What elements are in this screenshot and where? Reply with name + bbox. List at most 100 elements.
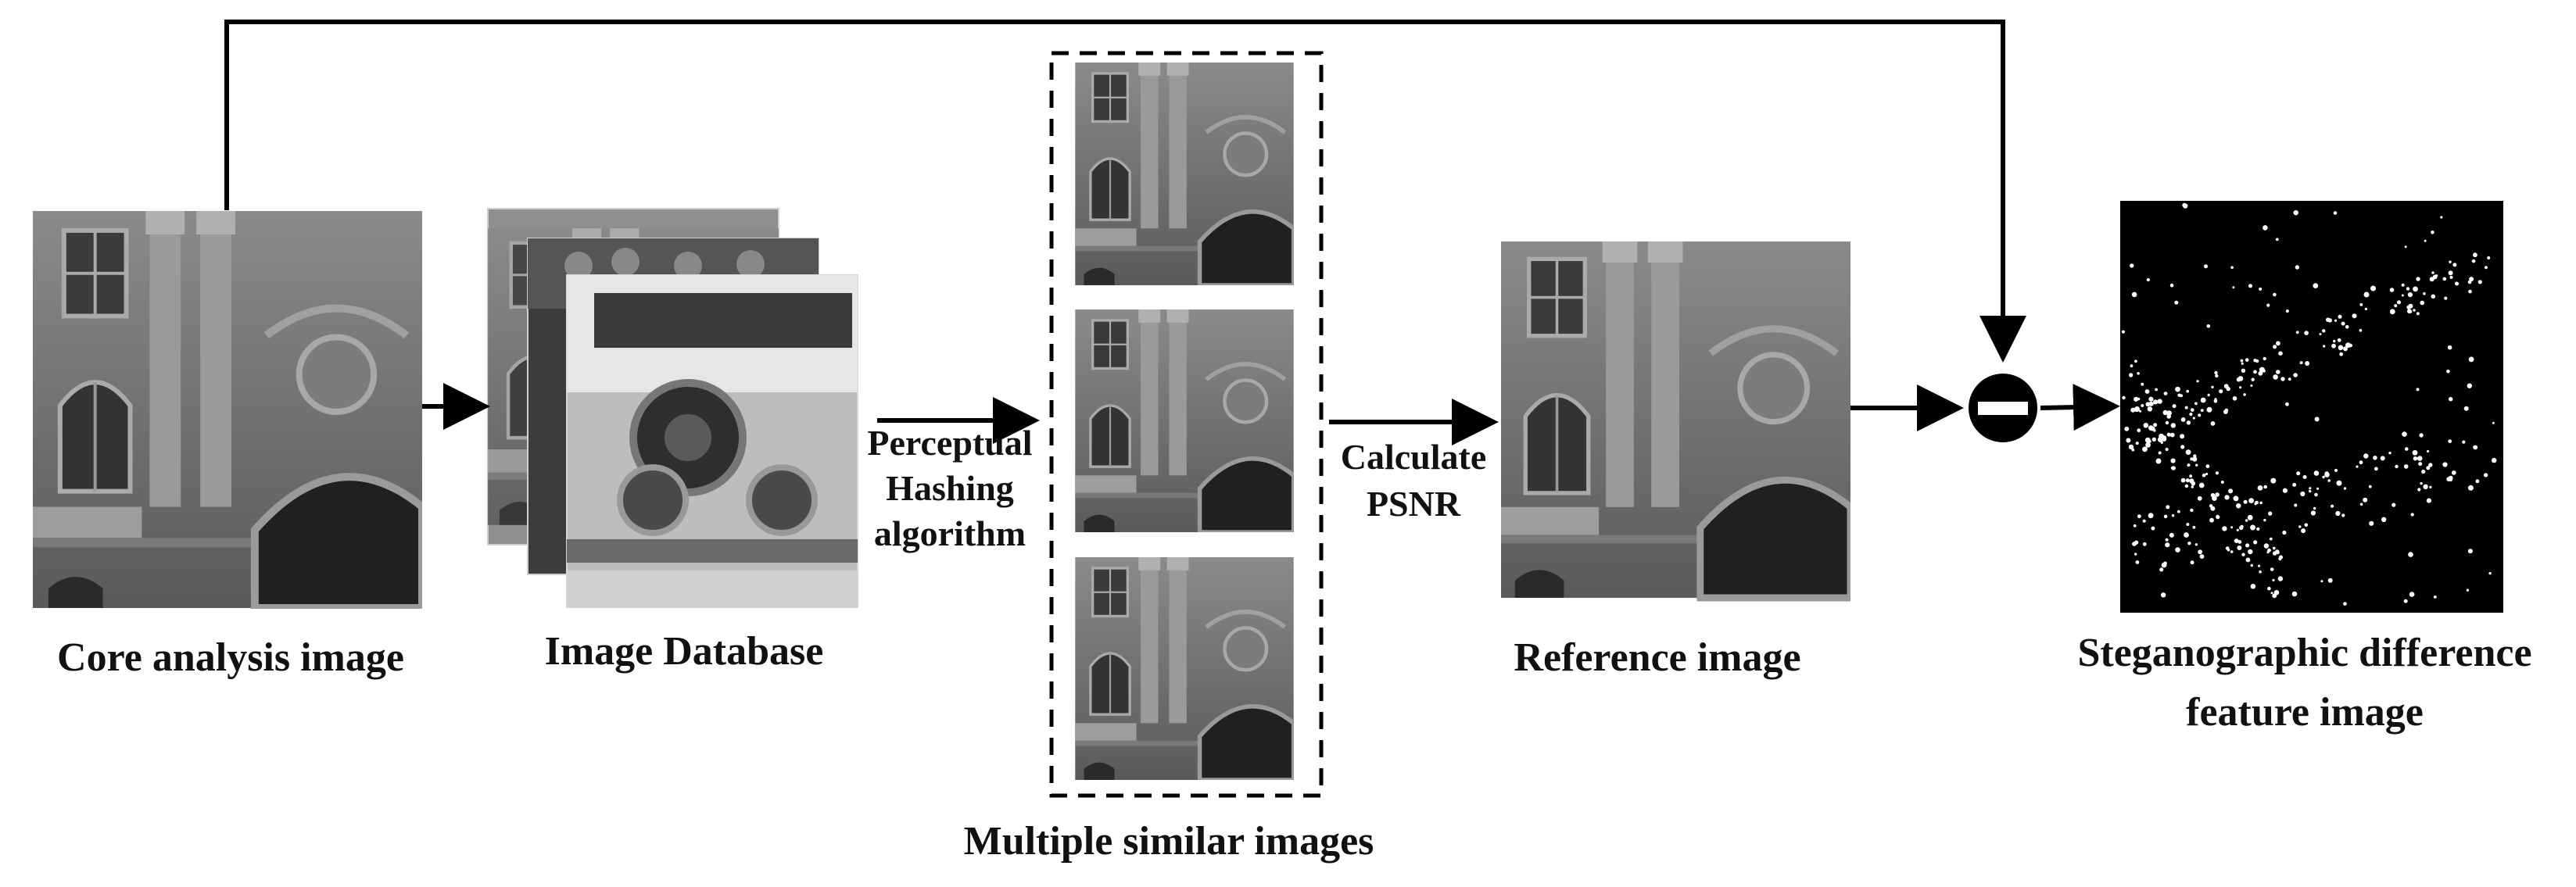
noise-dot: [2169, 432, 2175, 438]
noise-dot: [2139, 410, 2142, 413]
noise-dot: [2219, 389, 2223, 394]
noise-dot: [2171, 466, 2176, 470]
noise-dot: [2423, 291, 2426, 295]
noise-dot: [2166, 432, 2171, 437]
noise-dot: [2257, 485, 2263, 491]
noise-dot: [2293, 210, 2298, 216]
noise-dot: [2444, 296, 2448, 300]
noise-dot: [2280, 377, 2285, 381]
noise-dot: [2473, 445, 2477, 449]
noise-dot: [2275, 238, 2279, 241]
noise-dot: [2223, 384, 2229, 389]
noise-dot: [2295, 331, 2299, 334]
noise-dot: [2466, 588, 2470, 592]
noise-dot: [2343, 346, 2348, 352]
noise-dot: [2406, 287, 2410, 291]
noise-dot: [2185, 478, 2190, 483]
noise-dot: [2273, 345, 2277, 349]
noise-dot: [2134, 553, 2137, 556]
noise-dot: [2270, 592, 2273, 595]
noise-dot: [2416, 312, 2420, 316]
noise-dot: [2186, 523, 2190, 526]
noise-dot: [2276, 370, 2280, 374]
noise-dot: [2135, 560, 2140, 564]
noise-dot: [2192, 456, 2198, 462]
noise-dot: [2241, 362, 2244, 365]
noise-dot: [2431, 231, 2434, 234]
noise-dot: [2189, 478, 2194, 484]
noise-dot: [2409, 592, 2415, 597]
noise-dot: [2161, 592, 2166, 598]
noise-dot: [2419, 433, 2424, 438]
noise-dot: [2336, 480, 2342, 486]
noise-dot: [2148, 513, 2154, 519]
noise-dot: [2278, 351, 2283, 356]
noise-dot: [2206, 324, 2211, 328]
noise-dot: [2170, 423, 2176, 428]
noise-dot: [2254, 503, 2257, 506]
noise-dot: [2237, 376, 2244, 381]
noise-dot: [2475, 479, 2480, 484]
noise-dot: [2133, 524, 2137, 528]
noise-dot: [2171, 514, 2175, 517]
noise-dot: [2210, 421, 2216, 426]
noise-dot: [2369, 520, 2374, 526]
noise-dot: [2194, 543, 2198, 546]
noise-dot: [2370, 285, 2376, 291]
noise-dot: [2165, 420, 2169, 425]
label-hash-line3: algorithm: [874, 513, 1026, 553]
noise-dot: [2440, 216, 2443, 219]
noise-dot: [2272, 551, 2277, 556]
noise-dot: [2282, 530, 2287, 535]
noise-dot: [2468, 356, 2474, 363]
noise-dot: [2268, 511, 2273, 516]
noise-dot: [2186, 389, 2189, 393]
noise-dot: [2253, 370, 2257, 374]
noise-dot: [2294, 503, 2298, 507]
noise-dot: [2448, 270, 2453, 276]
noise-dot: [2232, 396, 2237, 401]
noise-dot: [2309, 487, 2312, 490]
noise-dot: [2215, 492, 2220, 497]
noise-dot: [2276, 341, 2280, 346]
noise-dot: [2185, 449, 2191, 455]
noise-dot: [2240, 524, 2244, 528]
noise-dot: [2442, 277, 2447, 281]
noise-dot: [2137, 428, 2141, 433]
noise-dot: [2124, 426, 2130, 431]
label-diff-line2: feature image: [2186, 690, 2424, 735]
noise-dot: [2282, 488, 2288, 493]
noise-dot: [2155, 388, 2159, 392]
similar-image-1: [1075, 63, 1293, 285]
noise-dot: [2488, 571, 2492, 575]
noise-dot: [2428, 463, 2433, 467]
noise-dot: [2131, 291, 2137, 298]
noise-dot: [2451, 470, 2456, 475]
noise-dot: [2467, 383, 2472, 388]
noise-dot: [2121, 330, 2125, 334]
noise-dot: [2161, 562, 2167, 568]
noise-dot: [2250, 384, 2253, 387]
noise-dot: [2463, 406, 2469, 411]
noise-dot: [2211, 385, 2214, 388]
noise-dot: [2401, 294, 2404, 297]
noise-dot: [2143, 423, 2149, 428]
noise-dot: [2394, 304, 2398, 308]
noise-dot: [2192, 525, 2196, 529]
noise-dot: [2313, 283, 2319, 288]
noise-dot: [2435, 274, 2438, 277]
noise-dot: [2421, 469, 2426, 474]
noise-dot: [2331, 343, 2336, 349]
noise-dot: [2352, 313, 2357, 319]
noise-dot: [2194, 402, 2198, 406]
noise-dot: [2285, 402, 2289, 406]
noise-dot: [2403, 599, 2408, 603]
noise-dot: [2427, 449, 2430, 453]
noise-dot: [2155, 458, 2162, 464]
noise-dot: [2258, 370, 2263, 376]
noise-dot: [2180, 417, 2186, 422]
noise-dot: [2134, 408, 2138, 412]
noise-dot: [2151, 526, 2155, 531]
noise-dot: [2253, 540, 2258, 545]
noise-dot: [2175, 547, 2180, 553]
